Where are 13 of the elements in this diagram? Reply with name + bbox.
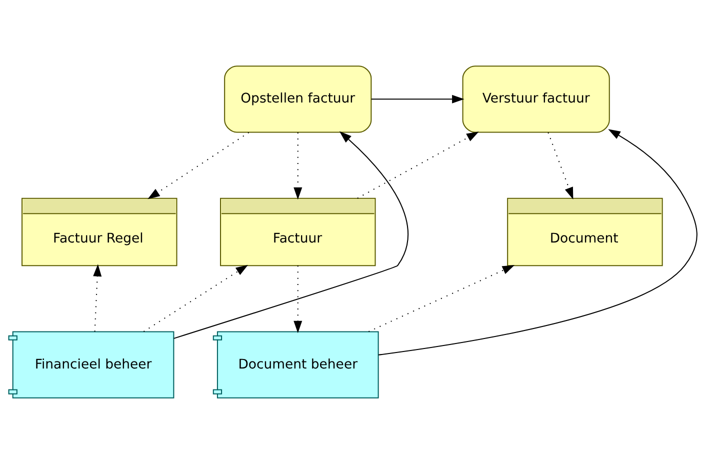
arrow [148, 132, 250, 199]
arrow [548, 132, 574, 200]
arrow [357, 131, 479, 198]
arrow [93, 264, 102, 332]
node-box: Opstellen factuur [224, 65, 372, 132]
node-box: Verstuur factuur [462, 65, 610, 132]
arrow [294, 132, 302, 200]
arrow [368, 264, 515, 332]
arrow [378, 128, 698, 355]
arrow [294, 265, 302, 333]
arrow [174, 130, 408, 338]
arrow [143, 264, 248, 332]
arrow [371, 94, 464, 103]
